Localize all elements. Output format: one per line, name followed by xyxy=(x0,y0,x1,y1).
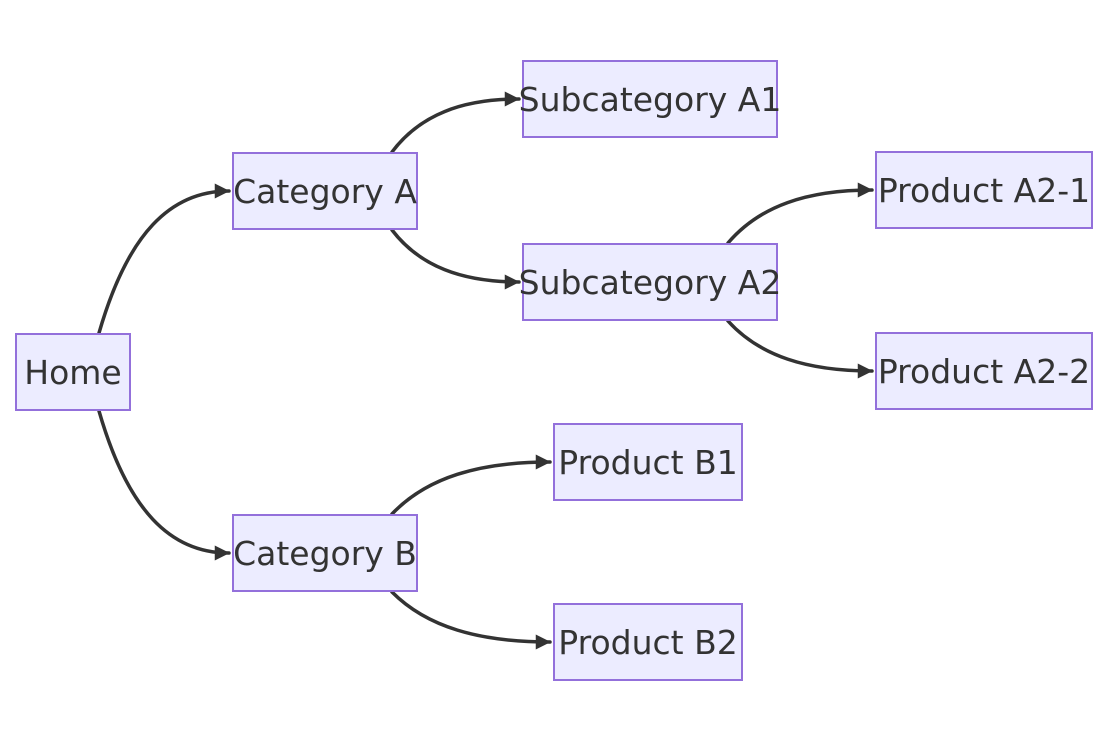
node-label: Product A2-2 xyxy=(877,351,1091,391)
edge-catB-prodB1 xyxy=(390,454,552,516)
node-prodB2: Product B2 xyxy=(553,603,743,681)
edge-home-catB xyxy=(97,409,231,561)
node-label: Subcategory A2 xyxy=(518,262,782,302)
edge-group xyxy=(97,91,874,650)
edge-home-catA xyxy=(97,183,231,335)
node-prodA21: Product A2-1 xyxy=(875,151,1093,229)
node-label: Category B xyxy=(233,533,417,573)
node-prodA22: Product A2-2 xyxy=(875,332,1093,410)
node-catA: Category A xyxy=(232,152,418,230)
node-subA2: Subcategory A2 xyxy=(519,243,781,321)
edge-subA2-prodA22 xyxy=(726,319,874,379)
edge-subA2-prodA21 xyxy=(726,182,874,245)
node-label: Home xyxy=(24,352,122,392)
edge-catB-prodB2 xyxy=(390,590,552,650)
node-label: Product B2 xyxy=(558,622,738,662)
node-subA1: Subcategory A1 xyxy=(519,60,781,138)
edge-catA-subA2 xyxy=(390,228,521,290)
node-label: Product B1 xyxy=(558,442,738,482)
edge-catA-subA1 xyxy=(390,91,521,154)
node-prodB1: Product B1 xyxy=(553,423,743,501)
node-catB: Category B xyxy=(232,514,418,592)
node-label: Subcategory A1 xyxy=(518,79,782,119)
node-home: Home xyxy=(15,333,131,411)
node-label: Category A xyxy=(233,171,417,211)
node-label: Product A2-1 xyxy=(877,170,1091,210)
